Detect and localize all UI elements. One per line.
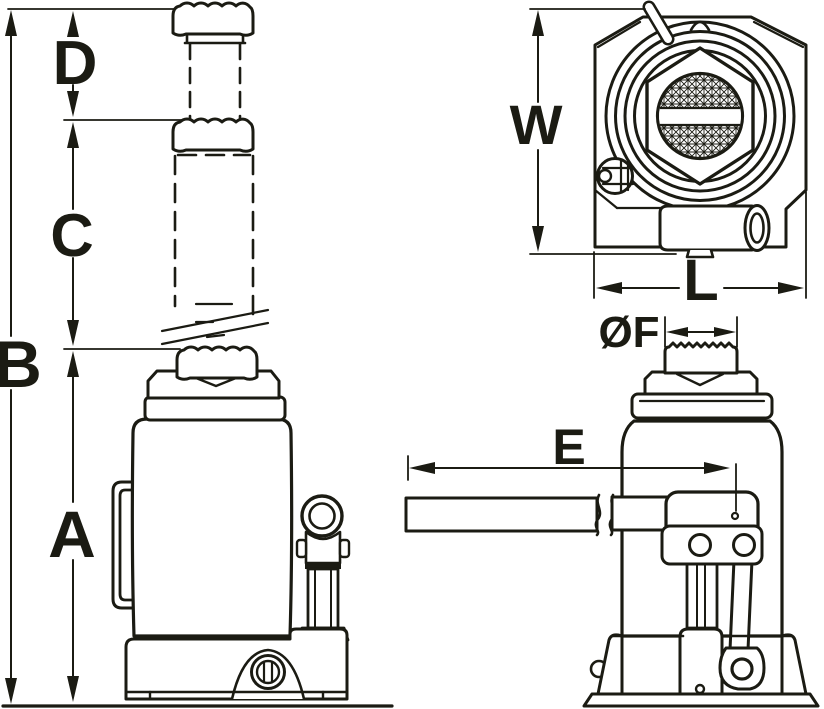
pivot-point bbox=[730, 511, 740, 521]
dimension-label-D: D bbox=[53, 29, 98, 98]
dimension-C bbox=[67, 122, 79, 346]
dimension-label-W: W bbox=[510, 93, 563, 156]
pump-socket-front bbox=[295, 494, 351, 642]
base-flange-right bbox=[780, 633, 808, 696]
release-valve-top bbox=[596, 157, 635, 195]
extension-lines-top bbox=[529, 8, 807, 299]
pin-right bbox=[732, 533, 756, 557]
pin-left bbox=[688, 533, 712, 557]
dimension-L bbox=[596, 282, 804, 294]
saddle-top bbox=[171, 1, 255, 37]
side-piston bbox=[685, 556, 719, 630]
handle-ring bbox=[300, 494, 344, 538]
side-view bbox=[404, 316, 820, 708]
jack-body bbox=[130, 417, 294, 638]
extended-ram-dashed bbox=[173, 153, 255, 320]
dimension-B bbox=[5, 10, 17, 704]
break-lines bbox=[160, 302, 270, 346]
dimension-W bbox=[532, 10, 544, 252]
pump-socket-top bbox=[658, 204, 771, 259]
pump-piston bbox=[306, 567, 340, 630]
front-view bbox=[1, 1, 394, 708]
dimension-label-A: A bbox=[48, 497, 96, 571]
saddle-mid bbox=[171, 117, 255, 153]
dimension-A bbox=[67, 351, 79, 702]
side-cap bbox=[643, 370, 759, 396]
dimension-label-F: ØF bbox=[598, 308, 659, 357]
top-view bbox=[529, 0, 808, 299]
dimension-label-E: E bbox=[552, 419, 585, 475]
dimension-F bbox=[664, 316, 738, 348]
handle-rod-top bbox=[642, 0, 675, 46]
saddle-lowered bbox=[175, 345, 259, 381]
side-saddle bbox=[663, 341, 739, 375]
extension-lines-front bbox=[7, 8, 189, 350]
dimension-label-L: L bbox=[683, 248, 718, 313]
extended-screw-dashed bbox=[188, 42, 242, 120]
pump-yoke bbox=[304, 530, 342, 565]
cylinder-band bbox=[143, 395, 287, 422]
handle-bar bbox=[404, 493, 672, 537]
side-band bbox=[630, 392, 774, 420]
dimension-label-B: B bbox=[0, 327, 42, 401]
base-plate bbox=[582, 692, 820, 708]
dimension-E bbox=[407, 455, 737, 512]
dimension-D bbox=[67, 11, 79, 117]
dimension-label-C: C bbox=[50, 202, 93, 269]
